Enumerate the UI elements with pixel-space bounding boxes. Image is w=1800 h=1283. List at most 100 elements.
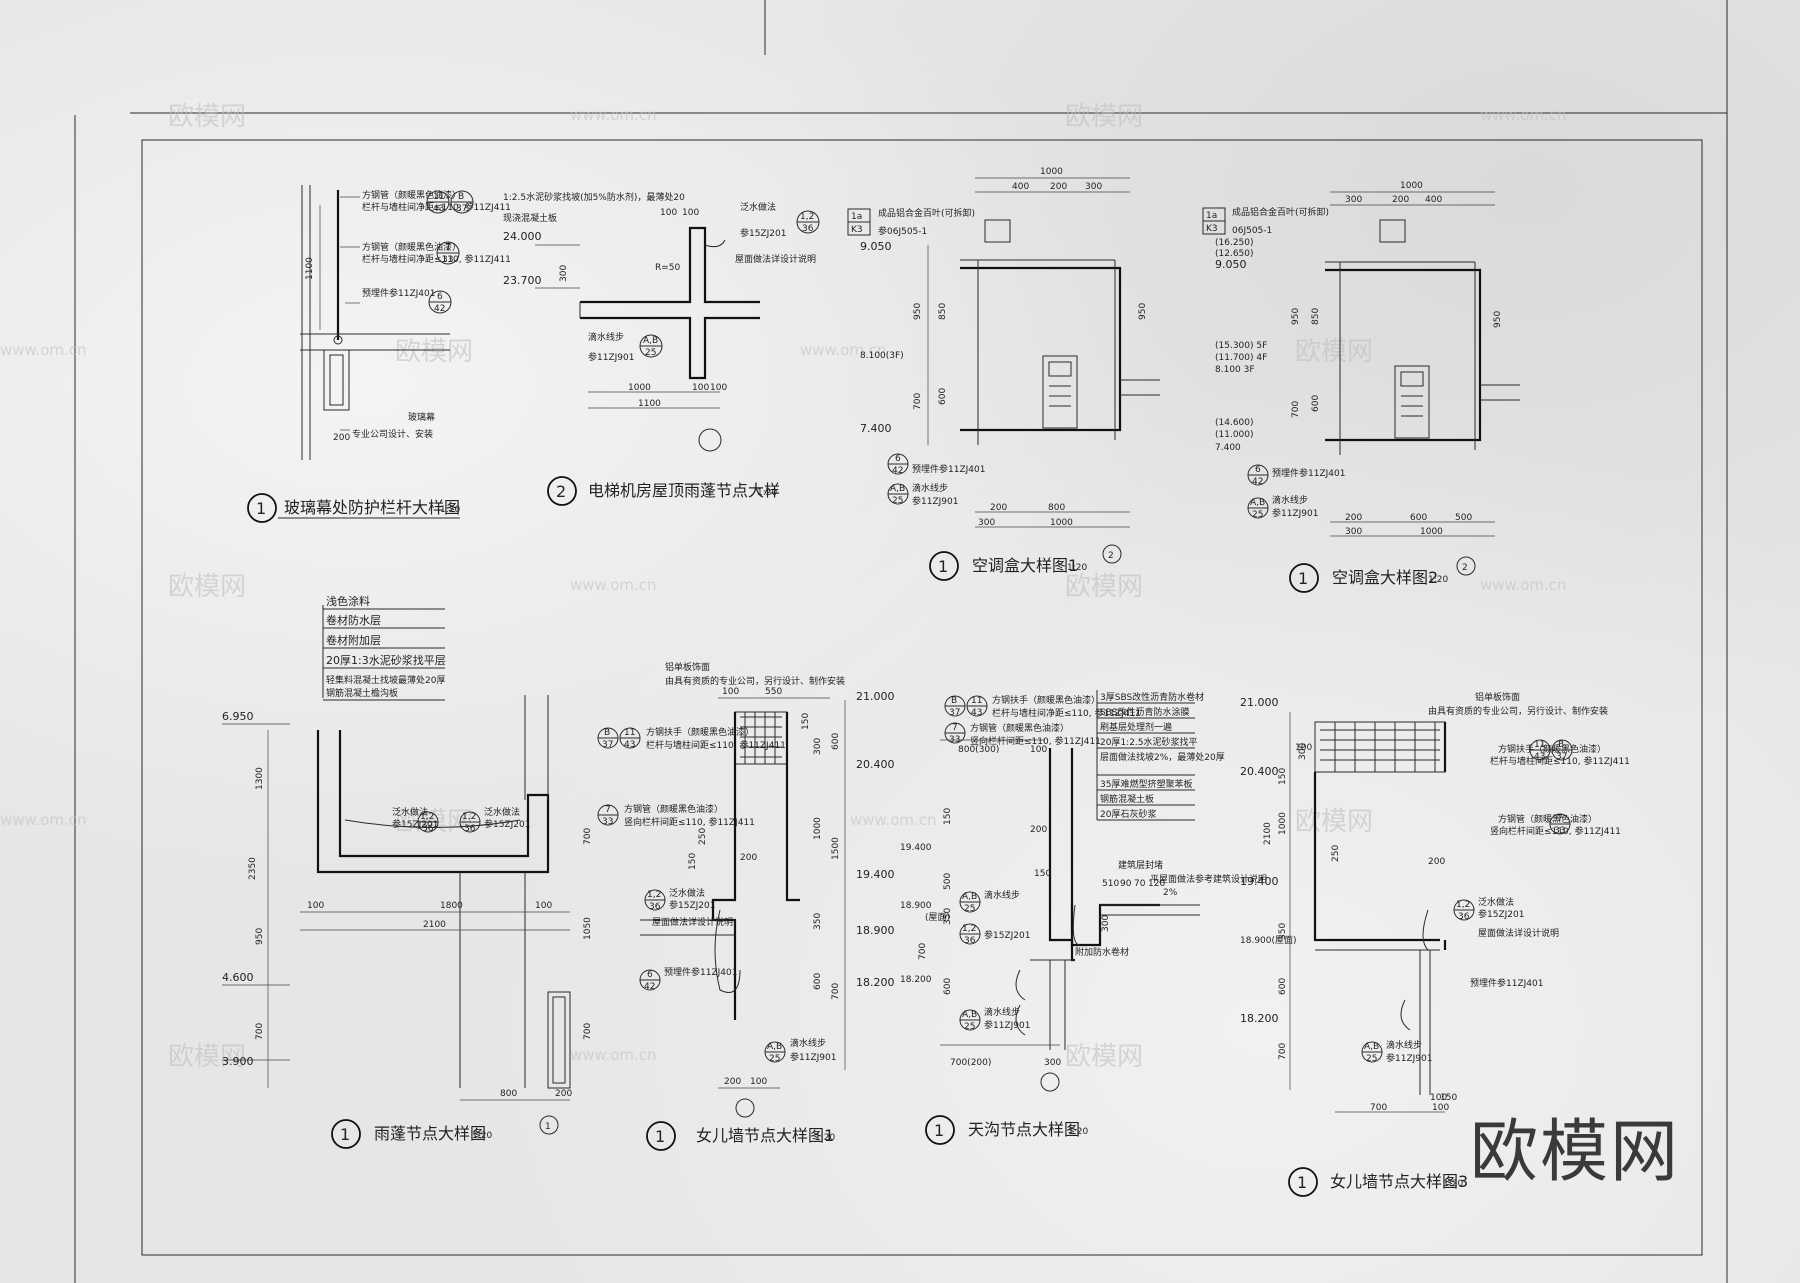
svg-text:33: 33 [949, 735, 960, 745]
svg-text:42: 42 [1252, 477, 1263, 487]
svg-text:600: 600 [943, 978, 953, 995]
detail-index-symbol: 1,236 [796, 210, 820, 234]
svg-text:6: 6 [647, 970, 653, 980]
svg-text:2350: 2350 [248, 857, 258, 880]
detail-title-text: 女儿墙节点大样图3 [1330, 1172, 1468, 1191]
elevation: (11.700) 4F [1215, 353, 1267, 363]
svg-text:1a: 1a [851, 212, 862, 222]
svg-text:1300: 1300 [255, 767, 265, 790]
label-waterproof: 屋面做法详设计说明 [1478, 927, 1559, 939]
elevation: 8.100 3F [1215, 365, 1255, 375]
svg-text:1100: 1100 [638, 399, 661, 409]
svg-text:33: 33 [1554, 826, 1565, 836]
svg-text:100: 100 [1432, 1103, 1449, 1113]
label-rail-gap: 栏杆与墙柱间距≤110, 参11ZJ411 [1490, 755, 1630, 767]
label-embed: 预埋件参11ZJ401 [912, 463, 985, 475]
detail-title: 1 女儿墙节点大样图3 1:20 [1288, 1167, 1468, 1197]
svg-text:150: 150 [688, 853, 698, 870]
detail-number: 1 [256, 499, 266, 518]
svg-text:150: 150 [1034, 869, 1051, 879]
detail-index-symbol: 1,236 [959, 923, 981, 946]
svg-text:1000: 1000 [813, 817, 823, 840]
label-handrail: 方钢扶手（颜暖黑色油漆） [646, 726, 754, 738]
svg-text:7: 7 [445, 243, 451, 253]
svg-text:33: 33 [602, 817, 613, 827]
svg-text:250: 250 [698, 828, 708, 845]
label-louver-ref: 06J505-1 [1232, 226, 1272, 236]
svg-text:950: 950 [1291, 308, 1301, 325]
svg-text:浅色涂料: 浅色涂料 [326, 594, 370, 608]
label-louver-ref: 参06J505-1 [878, 225, 927, 237]
elevation: 9.050 [1215, 258, 1247, 271]
svg-text:25: 25 [964, 1022, 975, 1032]
svg-text:A,B: A,B [890, 484, 905, 494]
elevation: 18.200 [1240, 1012, 1279, 1025]
label-drip: 滴水线步 [790, 1037, 826, 1049]
watermark-cn: 欧模网 [168, 572, 246, 602]
svg-text:300: 300 [1298, 743, 1308, 760]
label-rain-ref: 参15ZJ201 [484, 818, 530, 830]
elevation: (16.250) [1215, 238, 1254, 248]
svg-text:刷基层处理剂一遍: 刷基层处理剂一遍 [1100, 721, 1172, 733]
svg-text:1,2: 1,2 [800, 212, 814, 222]
svg-text:700: 700 [1291, 401, 1301, 418]
label-handrail: 方钢管（颜暖黑色油漆） [624, 803, 723, 815]
detail-index-symbol: A,B25 [959, 891, 981, 914]
svg-text:3厚SBS改性沥青防水卷材: 3厚SBS改性沥青防水卷材 [1100, 691, 1204, 703]
svg-text:42: 42 [892, 466, 903, 476]
detail-scale: 1:20 [1067, 563, 1087, 573]
label-rain-pipe: 泛水做法 [392, 806, 428, 818]
svg-text:25: 25 [1252, 510, 1263, 520]
detail-scale: 1:20 [815, 1133, 835, 1143]
svg-text:550: 550 [765, 687, 782, 697]
elevation: (14.600) [1215, 418, 1254, 428]
svg-text:700: 700 [1278, 1043, 1288, 1060]
svg-text:20厚石灰砂浆: 20厚石灰砂浆 [1100, 808, 1156, 820]
elevation: 21.000 [856, 690, 895, 703]
label-rain-ref: 参15ZJ201 [984, 929, 1030, 941]
svg-text:11: 11 [1534, 740, 1545, 750]
detail-title-text: 空调盒大样图2 [1332, 568, 1438, 587]
svg-text:300: 300 [1345, 527, 1362, 537]
svg-text:100: 100 [1295, 743, 1312, 753]
detail-ref-number: 1 [545, 1122, 551, 1132]
elevation: (12.650) [1215, 249, 1254, 259]
label-slope: 2% [1163, 888, 1178, 898]
svg-text:36: 36 [964, 936, 976, 946]
elevation: 19.400 [1240, 875, 1279, 888]
svg-text:200: 200 [1030, 825, 1047, 835]
detail-index-symbol: 733 [1549, 813, 1571, 836]
tag-louver: 1a K3 [1202, 207, 1226, 235]
detail-ref-number: 2 [1108, 551, 1114, 561]
svg-text:卷材附加层: 卷材附加层 [326, 633, 381, 647]
label-louver: 成品铝合金百叶(可拆卸) [878, 207, 975, 219]
elevation: 19.400 [900, 843, 932, 853]
label-panel: 铝单板饰面 [1475, 691, 1520, 703]
watermark-cn: 欧模网 [395, 337, 473, 367]
label-drip: 滴水线步 [912, 482, 948, 494]
detail-index-symbol: 1,236 [1453, 899, 1475, 922]
svg-text:100: 100 [710, 383, 727, 393]
svg-text:700: 700 [913, 393, 923, 410]
watermark-cn: 欧模网 [1295, 337, 1373, 367]
svg-text:K3: K3 [1206, 224, 1218, 234]
layer-legend: 浅色涂料 卷材防水层 卷材附加层 20厚1:3水泥砂浆找平层 轻集料混凝土找坡最… [322, 594, 446, 701]
label-rail-gap: 栏杆与墙柱间距≤110, 参11ZJ411 [646, 739, 786, 751]
detail-index-symbol: 642 [1247, 464, 1269, 487]
svg-text:钢筋混凝土檐沟板: 钢筋混凝土檐沟板 [326, 687, 398, 699]
label-drip-ref: 参11ZJ901 [790, 1051, 836, 1063]
label-rail-gap: 栏杆与墙柱间净距≤110, 参11ZJ411 [362, 201, 511, 213]
dim-label: 1100 [305, 257, 315, 280]
detail-index-symbol: 1,236 [417, 811, 439, 834]
svg-text:11: 11 [433, 192, 444, 202]
svg-text:37: 37 [456, 204, 467, 214]
dim-label: 200 [333, 433, 350, 443]
svg-text:600: 600 [1410, 513, 1427, 523]
detail-index-symbol: A,B25 [1247, 497, 1269, 520]
svg-text:B: B [458, 192, 464, 202]
svg-text:100: 100 [682, 208, 699, 218]
watermark-url: www.om.cn [0, 341, 87, 359]
detail-title-text: 雨蓬节点大样图 [374, 1124, 486, 1143]
